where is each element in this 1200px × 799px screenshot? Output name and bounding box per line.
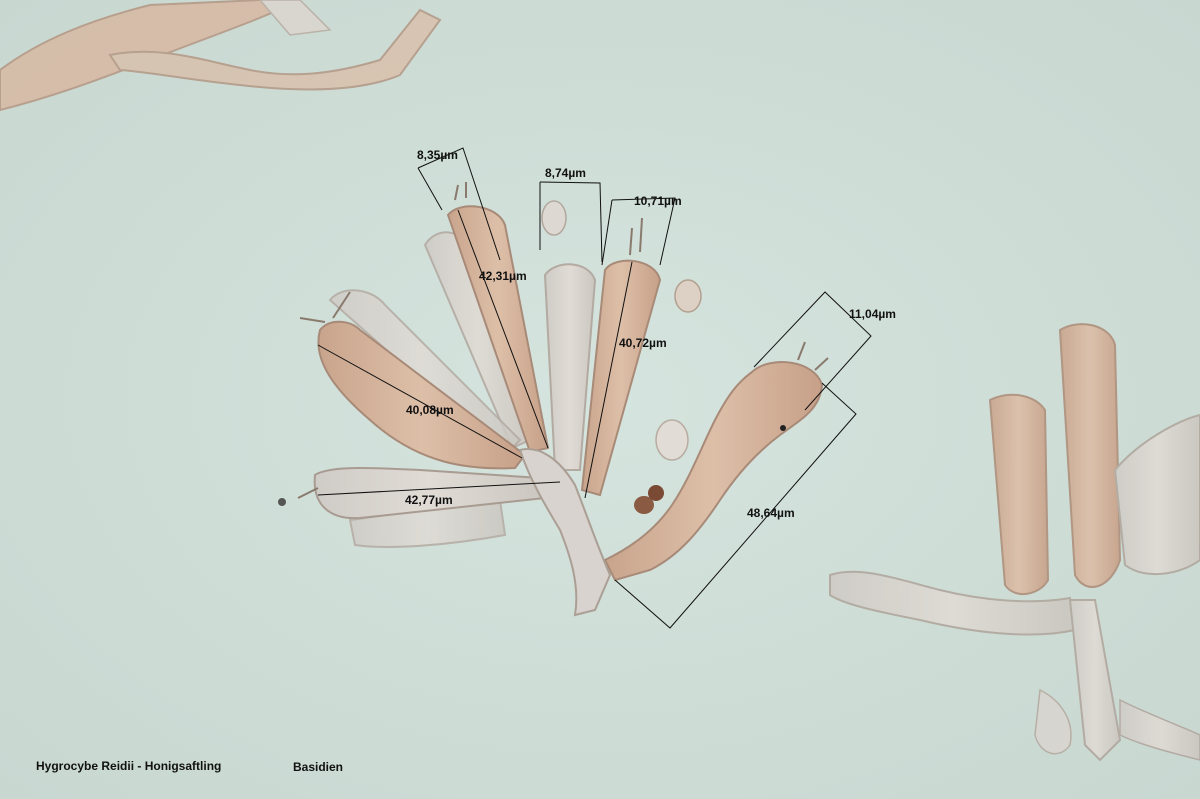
subject-caption: Basidien <box>293 760 344 774</box>
measurement-lines <box>317 147 872 629</box>
width-label-2: 8,74µm <box>545 166 586 180</box>
length-label-1: 42,31µm <box>479 269 527 283</box>
length-label-5: 48,64µm <box>747 506 795 520</box>
hyphae-top-left <box>0 0 442 112</box>
length-label-2: 40,72µm <box>619 336 667 350</box>
width-label-4: 11,04µm <box>849 307 896 321</box>
species-caption: Hygrocybe Reidii - Honigsaftling <box>36 759 222 773</box>
width-label-1: 8,35µm <box>417 148 458 162</box>
basidia-cluster-right <box>829 323 1200 762</box>
width-label-3: 10,71µm <box>634 194 682 208</box>
basidia-cluster-center <box>278 182 829 617</box>
length-label-3: 40,08µm <box>406 403 454 417</box>
length-label-4: 42,77µm <box>405 493 453 507</box>
